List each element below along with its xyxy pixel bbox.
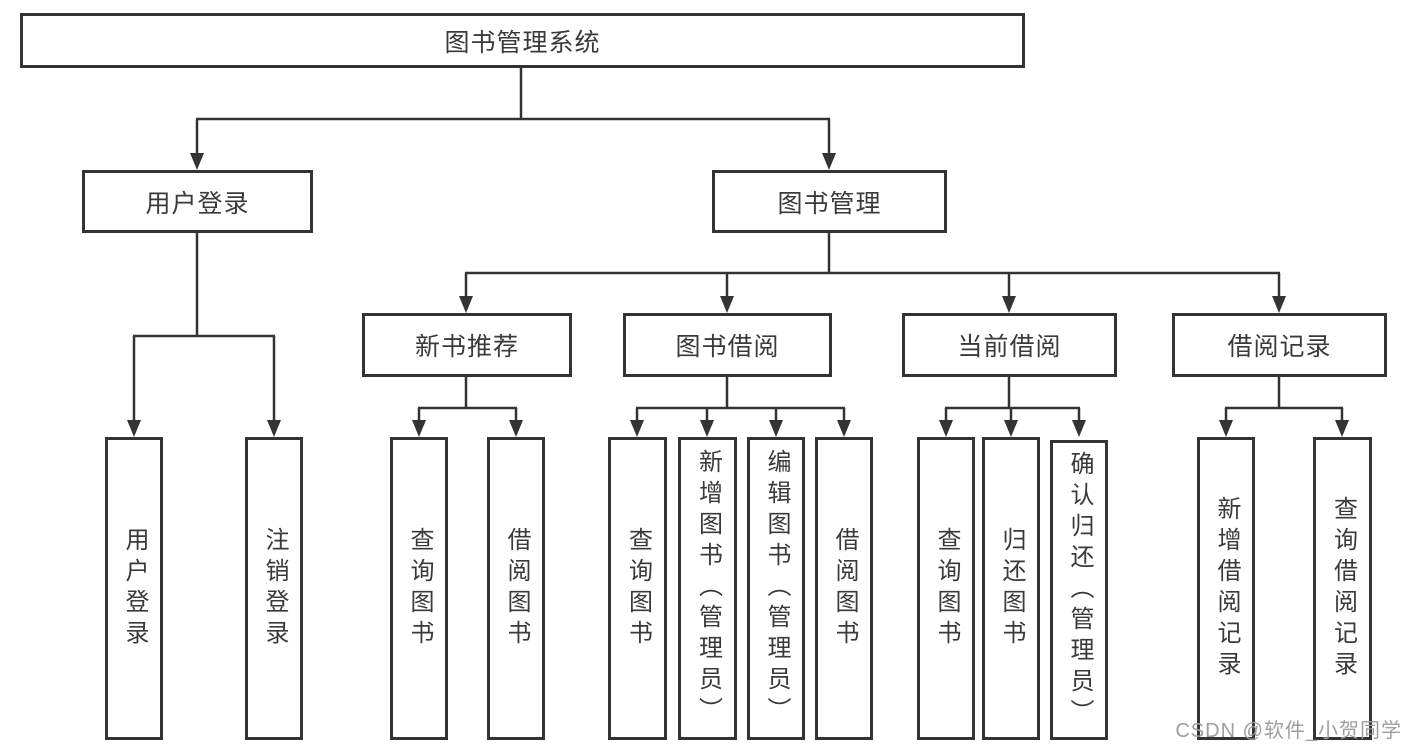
leaf-logout: 注销登录 [245, 437, 303, 740]
node-label: 查询图书 [933, 526, 960, 651]
node-label: 借阅图书 [503, 526, 530, 651]
node-label: 图书管理系统 [444, 28, 601, 57]
node-book-management: 图书管理 [712, 170, 947, 233]
node-new-book-recommendation: 新书推荐 [362, 313, 572, 377]
leaf-return-books: 归还图书 [982, 437, 1040, 740]
node-label: 图书借阅 [675, 333, 780, 361]
leaf-add-borrow-record: 新增借阅记录 [1197, 437, 1255, 740]
node-label: 编辑图书（管理员） [763, 449, 790, 728]
node-label: 图书管理 [777, 189, 882, 218]
leaf-query-borrow-record: 查询借阅记录 [1313, 437, 1372, 740]
leaf-user-login: 用户登录 [105, 437, 163, 740]
leaf-query-books-borrowing: 查询图书 [608, 437, 667, 740]
leaf-borrow-books-recommend: 借阅图书 [487, 437, 545, 740]
node-label: 新增借阅记录 [1213, 495, 1240, 682]
node-label: 确认归还（管理员） [1066, 450, 1093, 730]
node-label: 查询图书 [406, 526, 433, 651]
node-label: 新增图书（管理员） [694, 449, 722, 728]
node-label: 用户登录 [145, 189, 250, 218]
watermark: CSDN @软件_小贺同学 [1175, 720, 1402, 742]
node-label: 借阅图书 [831, 526, 858, 651]
leaf-query-books-recommend: 查询图书 [390, 437, 448, 740]
node-label: 归还图书 [998, 526, 1025, 651]
node-book-borrowing: 图书借阅 [623, 313, 832, 377]
node-label: 借阅记录 [1227, 333, 1332, 361]
node-label: 新书推荐 [414, 333, 519, 361]
node-label: 用户登录 [121, 526, 148, 651]
node-label: 当前借阅 [957, 333, 1062, 361]
node-current-borrowing: 当前借阅 [902, 313, 1117, 377]
leaf-edit-books-admin: 编辑图书（管理员） [747, 437, 805, 740]
node-user-login: 用户登录 [82, 170, 313, 233]
node-library-management-system: 图书管理系统 [20, 13, 1025, 68]
leaf-add-books-admin: 新增图书（管理员） [678, 437, 737, 740]
node-borrowing-records: 借阅记录 [1172, 313, 1387, 377]
node-label: 查询图书 [624, 526, 652, 651]
leaf-borrow-books-borrowing: 借阅图书 [815, 437, 873, 740]
node-label: 查询借阅记录 [1329, 495, 1357, 682]
node-label: 注销登录 [261, 526, 288, 651]
leaf-query-books-current: 查询图书 [917, 437, 975, 740]
leaf-confirm-return-admin: 确认归还（管理员） [1050, 440, 1108, 740]
